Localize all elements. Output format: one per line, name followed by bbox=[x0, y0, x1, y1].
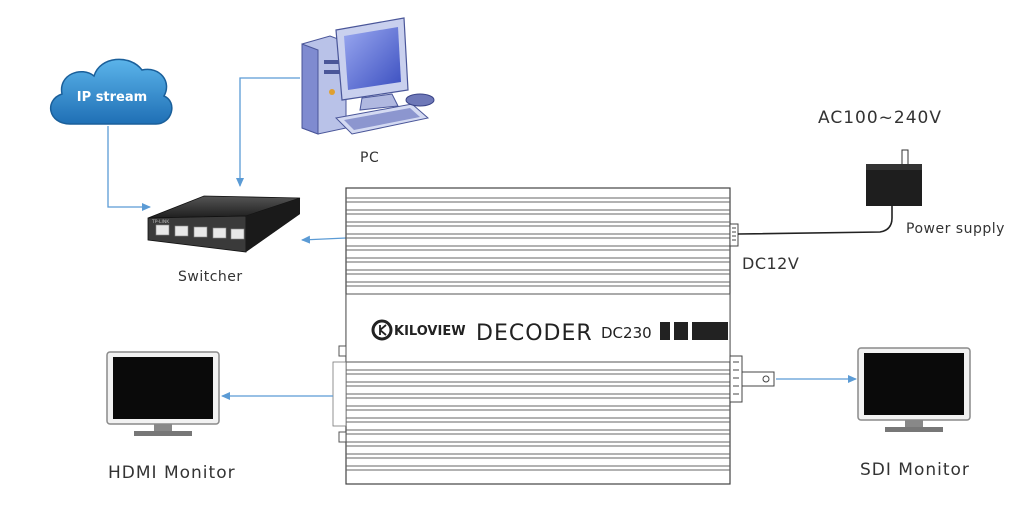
decoder-to-switcher-arrow bbox=[301, 235, 347, 244]
cloud-to-switcher-arrow bbox=[107, 126, 151, 211]
switcher-icon: TP-LINK bbox=[147, 195, 301, 253]
decoder-title: DECODER bbox=[476, 321, 593, 346]
pc-label: PC bbox=[360, 150, 380, 166]
pc-icon bbox=[301, 17, 435, 135]
switcher-label: Switcher bbox=[178, 269, 243, 285]
pc-to-switcher-arrow bbox=[236, 77, 300, 187]
power-supply-label: Power supply bbox=[906, 221, 1005, 237]
voltage-label: AC100~240V bbox=[818, 108, 942, 128]
decoder-model: DC230 bbox=[601, 324, 652, 342]
ip-stream-label: IP stream bbox=[77, 90, 147, 105]
ip-stream-cloud-icon: IP stream bbox=[49, 58, 173, 125]
sdi-monitor-label: SDI Monitor bbox=[860, 460, 970, 480]
sdi-monitor-icon bbox=[857, 347, 971, 432]
hdmi-monitor-label: HDMI Monitor bbox=[108, 463, 236, 483]
hdmi-monitor-icon bbox=[106, 351, 220, 436]
decoder-brand: KILOVIEW bbox=[394, 324, 466, 339]
decoder-device: KILOVIEW DECODER DC230 bbox=[332, 187, 775, 485]
power-supply-icon bbox=[737, 149, 922, 235]
switcher-brand: TP-LINK bbox=[151, 219, 170, 225]
dc-input-label: DC12V bbox=[742, 254, 800, 273]
